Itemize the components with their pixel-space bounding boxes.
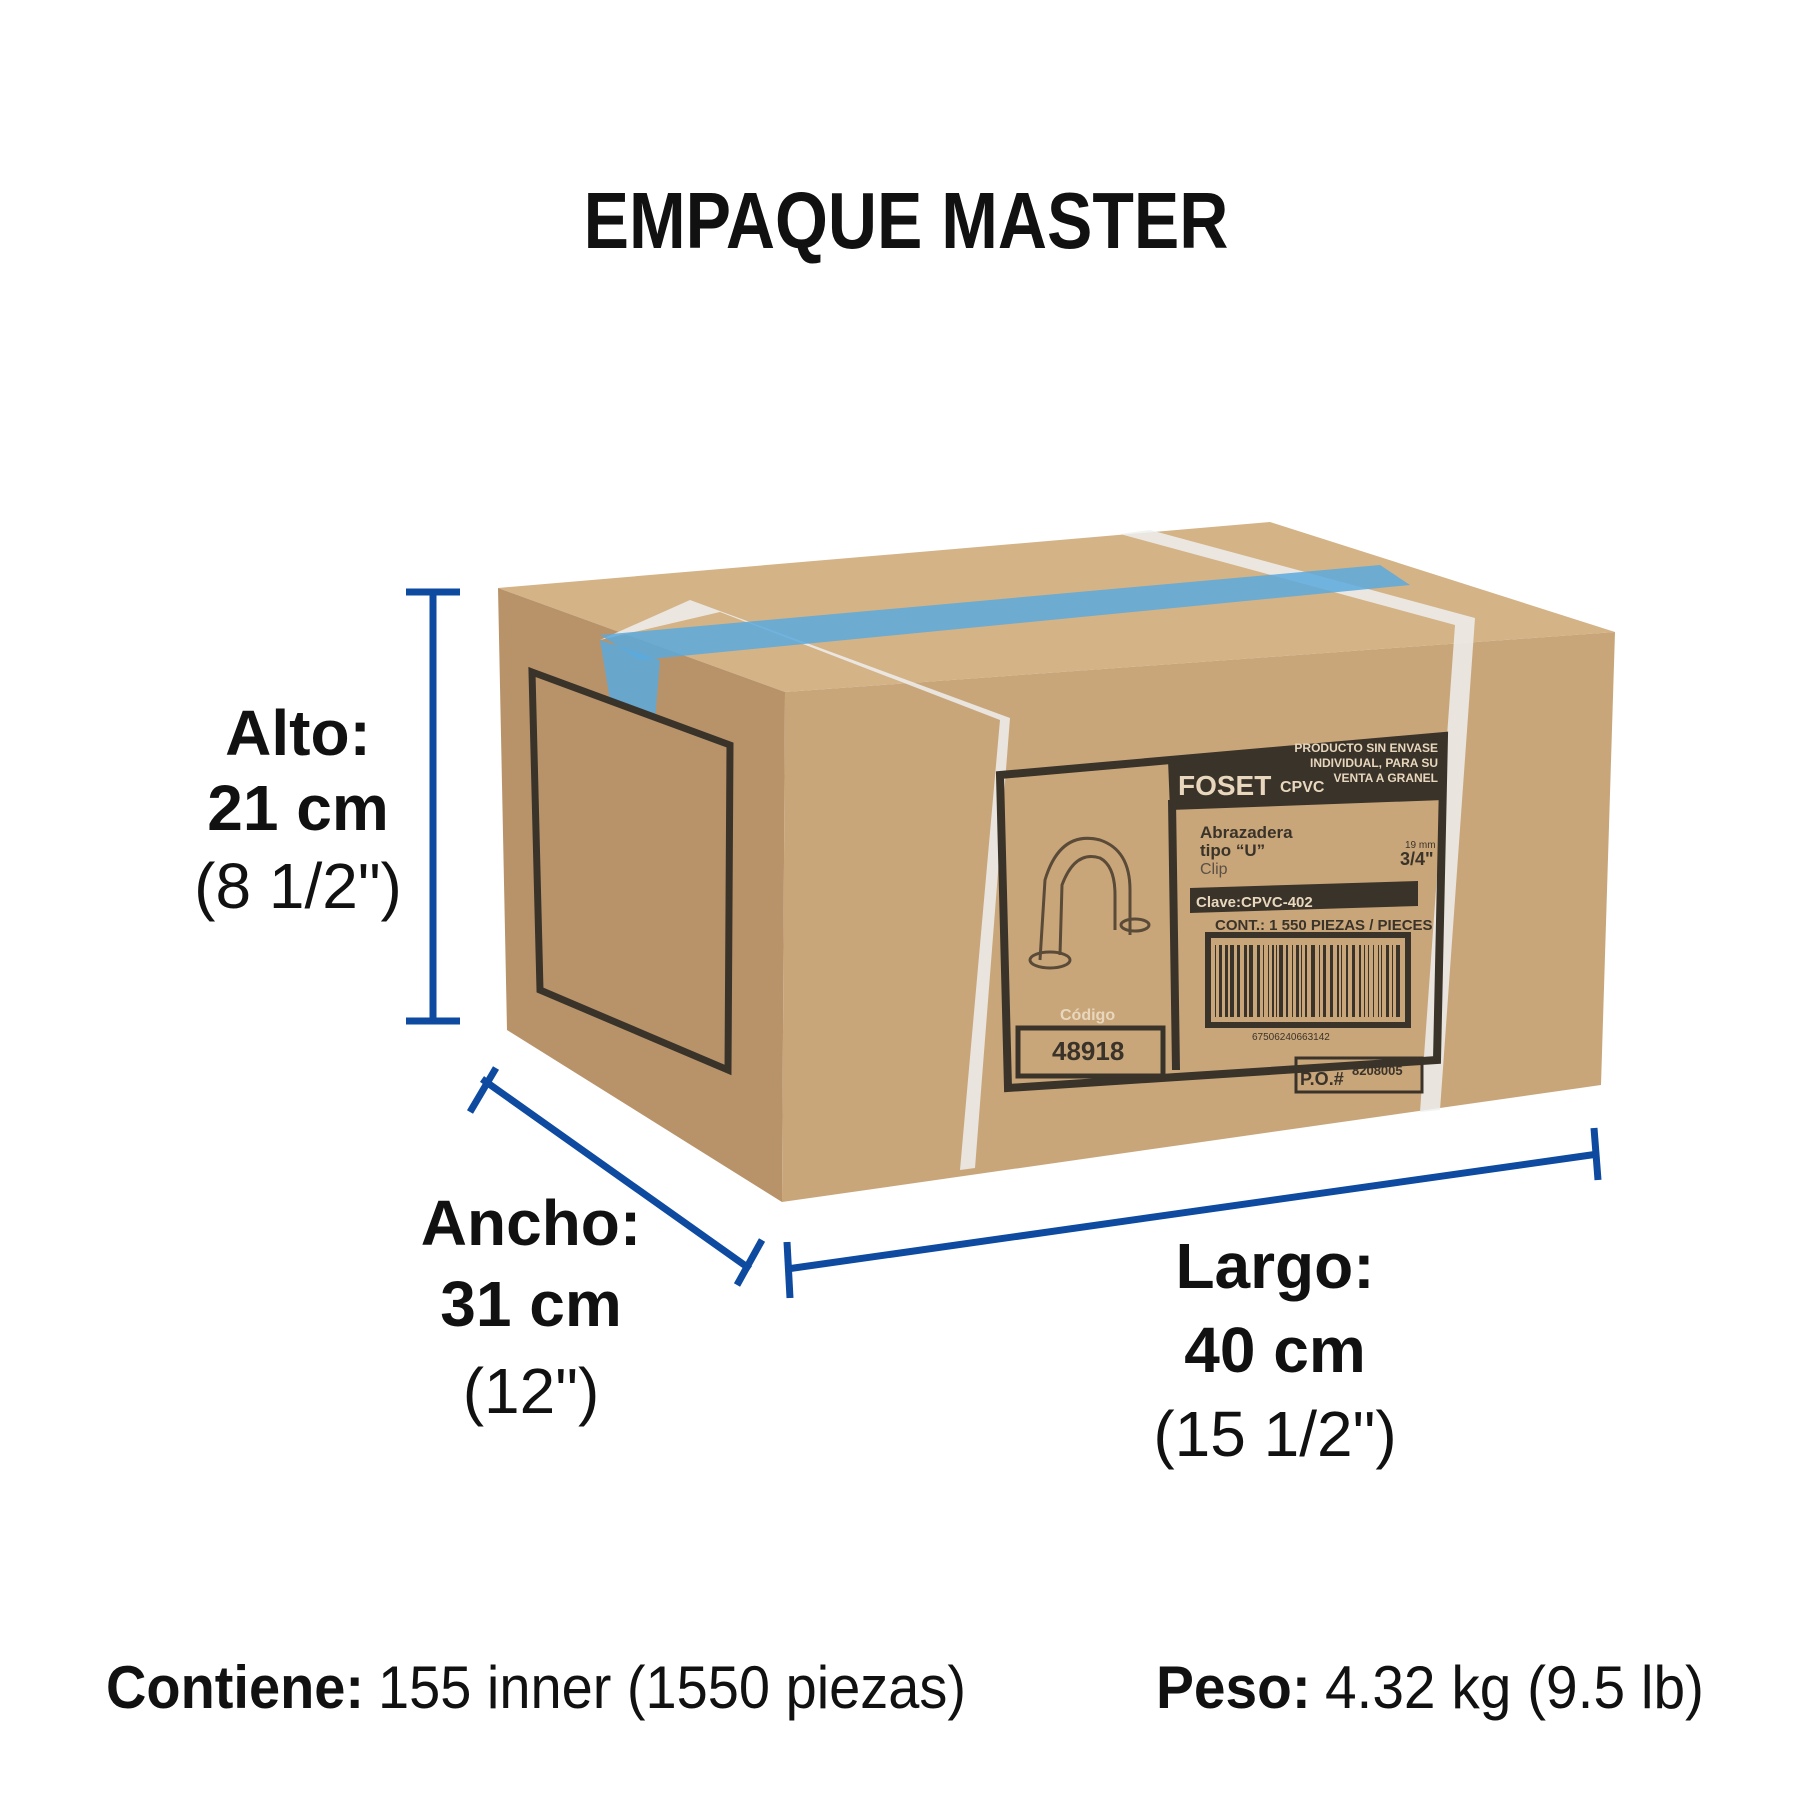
weight-value: 4.32 kg (9.5 lb) <box>1325 1654 1704 1721</box>
barcode-bar <box>1346 945 1348 1017</box>
barcode-bar <box>1396 945 1400 1017</box>
label-divider <box>1168 799 1180 1071</box>
side-label <box>528 666 734 1076</box>
contents-text: Contiene: 155 inner (1550 piezas) <box>106 1654 966 1721</box>
barcode-bar <box>1341 945 1342 1017</box>
barcode-bar <box>1249 945 1253 1017</box>
cardboard-box: FOSET CPVC PRODUCTO SIN ENVASE INDIVIDUA… <box>498 522 1615 1202</box>
ancho-imperial: (12") <box>463 1355 600 1427</box>
barcode-bars <box>1215 945 1400 1017</box>
clave-text: Clave:CPVC-402 <box>1196 894 1313 911</box>
barcode-bar <box>1305 945 1307 1017</box>
barcode-bar <box>1215 945 1216 1017</box>
barcode-bar <box>1381 945 1382 1017</box>
codigo-value: 48918 <box>1052 1036 1124 1066</box>
alto-imperial: (8 1/2") <box>194 850 402 922</box>
box-front <box>782 632 1615 1202</box>
front-label: FOSET CPVC PRODUCTO SIN ENVASE INDIVIDUA… <box>995 731 1449 1094</box>
po-box <box>1294 1056 1424 1094</box>
barcode-bar <box>1301 945 1302 1017</box>
notice-line: INDIVIDUAL, PARA SU <box>1310 756 1438 770</box>
barcode-bar <box>1319 945 1320 1017</box>
notice-line: VENTA A GRANEL <box>1334 771 1438 785</box>
largo-imperial: (15 1/2") <box>1153 1398 1396 1470</box>
clave-band <box>1190 881 1418 913</box>
weight-text: Peso: 4.32 kg (9.5 lb) <box>1156 1654 1704 1721</box>
ancho-dimension <box>466 1066 766 1287</box>
codigo-box <box>1015 1025 1166 1079</box>
barcode-bar <box>1352 945 1355 1017</box>
barcode-bar <box>1286 945 1288 1017</box>
product-en: Clip <box>1200 861 1228 878</box>
barcode-bar <box>1279 945 1283 1017</box>
tape <box>600 565 1410 660</box>
barcode-bar <box>1311 945 1315 1017</box>
label-header-band <box>1168 736 1444 810</box>
codigo-label: Código <box>1060 1007 1115 1024</box>
barcode-bar <box>1330 945 1333 1017</box>
barcode-bar <box>1268 945 1269 1017</box>
barcode-bar <box>1323 945 1326 1017</box>
ancho-metric: 31 cm <box>440 1268 621 1340</box>
barcode-bar <box>1373 945 1374 1017</box>
po-label: P.O.# <box>1300 1069 1344 1089</box>
barcode-bar <box>1257 945 1260 1017</box>
barcode-bar <box>1272 945 1274 1017</box>
barcode-bar <box>1296 945 1299 1017</box>
barcode-bar <box>1230 945 1234 1017</box>
content-text: CONT.: 1 550 PIEZAS / PIECES <box>1215 917 1433 934</box>
barcode-bar <box>1364 945 1365 1017</box>
largo-dimension <box>783 1127 1602 1299</box>
barcode-bar <box>1337 945 1339 1017</box>
ancho-label: Ancho: 31 cm (12") <box>421 1187 641 1427</box>
weight-label: Peso: <box>1156 1654 1311 1721</box>
barcode-bar <box>1237 945 1240 1017</box>
barcode-bar <box>1368 945 1369 1017</box>
line-text: CPVC <box>1280 779 1325 796</box>
product-name: Abrazadera <box>1200 823 1293 842</box>
barcode-bar <box>1378 945 1379 1017</box>
page-title: EMPAQUE MASTER <box>584 176 1229 265</box>
footer: Contiene: 155 inner (1550 piezas) Peso: … <box>106 1654 1704 1721</box>
barcode-bar <box>1292 945 1293 1017</box>
size-mm: 19 mm <box>1405 840 1436 851</box>
strap-left <box>600 600 1010 1170</box>
alto-metric: 21 cm <box>207 772 388 844</box>
barcode-bar <box>1392 945 1393 1017</box>
alto-dimension <box>406 588 460 1025</box>
barcode-number: 67506240663142 <box>1252 1032 1330 1043</box>
largo-metric: 40 cm <box>1184 1314 1365 1386</box>
ancho-title: Ancho: <box>421 1187 641 1259</box>
alto-label: Alto: 21 cm (8 1/2") <box>194 697 402 922</box>
barcode-bar <box>1244 945 1247 1017</box>
barcode-bar <box>1359 945 1361 1017</box>
contents-label: Contiene: <box>106 1654 364 1721</box>
barcode-bar <box>1263 945 1264 1017</box>
u-clip-icon <box>1028 836 1151 970</box>
size-in: 3/4" <box>1400 849 1434 869</box>
alto-title: Alto: <box>225 697 371 769</box>
brand-text: FOSET <box>1178 770 1271 801</box>
largo-label: Largo: 40 cm (15 1/2") <box>1153 1230 1396 1470</box>
largo-title: Largo: <box>1175 1230 1374 1302</box>
notice-line: PRODUCTO SIN ENVASE <box>1294 741 1438 755</box>
barcode-bar <box>1225 945 1228 1017</box>
barcode-bar <box>1386 945 1389 1017</box>
barcode-bar <box>1276 945 1277 1017</box>
po-value: 8208005 <box>1352 1063 1403 1078</box>
contents-value: 155 inner (1550 piezas) <box>378 1654 966 1721</box>
barcode-bar <box>1219 945 1222 1017</box>
product-type: tipo “U” <box>1200 841 1265 860</box>
barcode <box>1205 932 1411 1028</box>
